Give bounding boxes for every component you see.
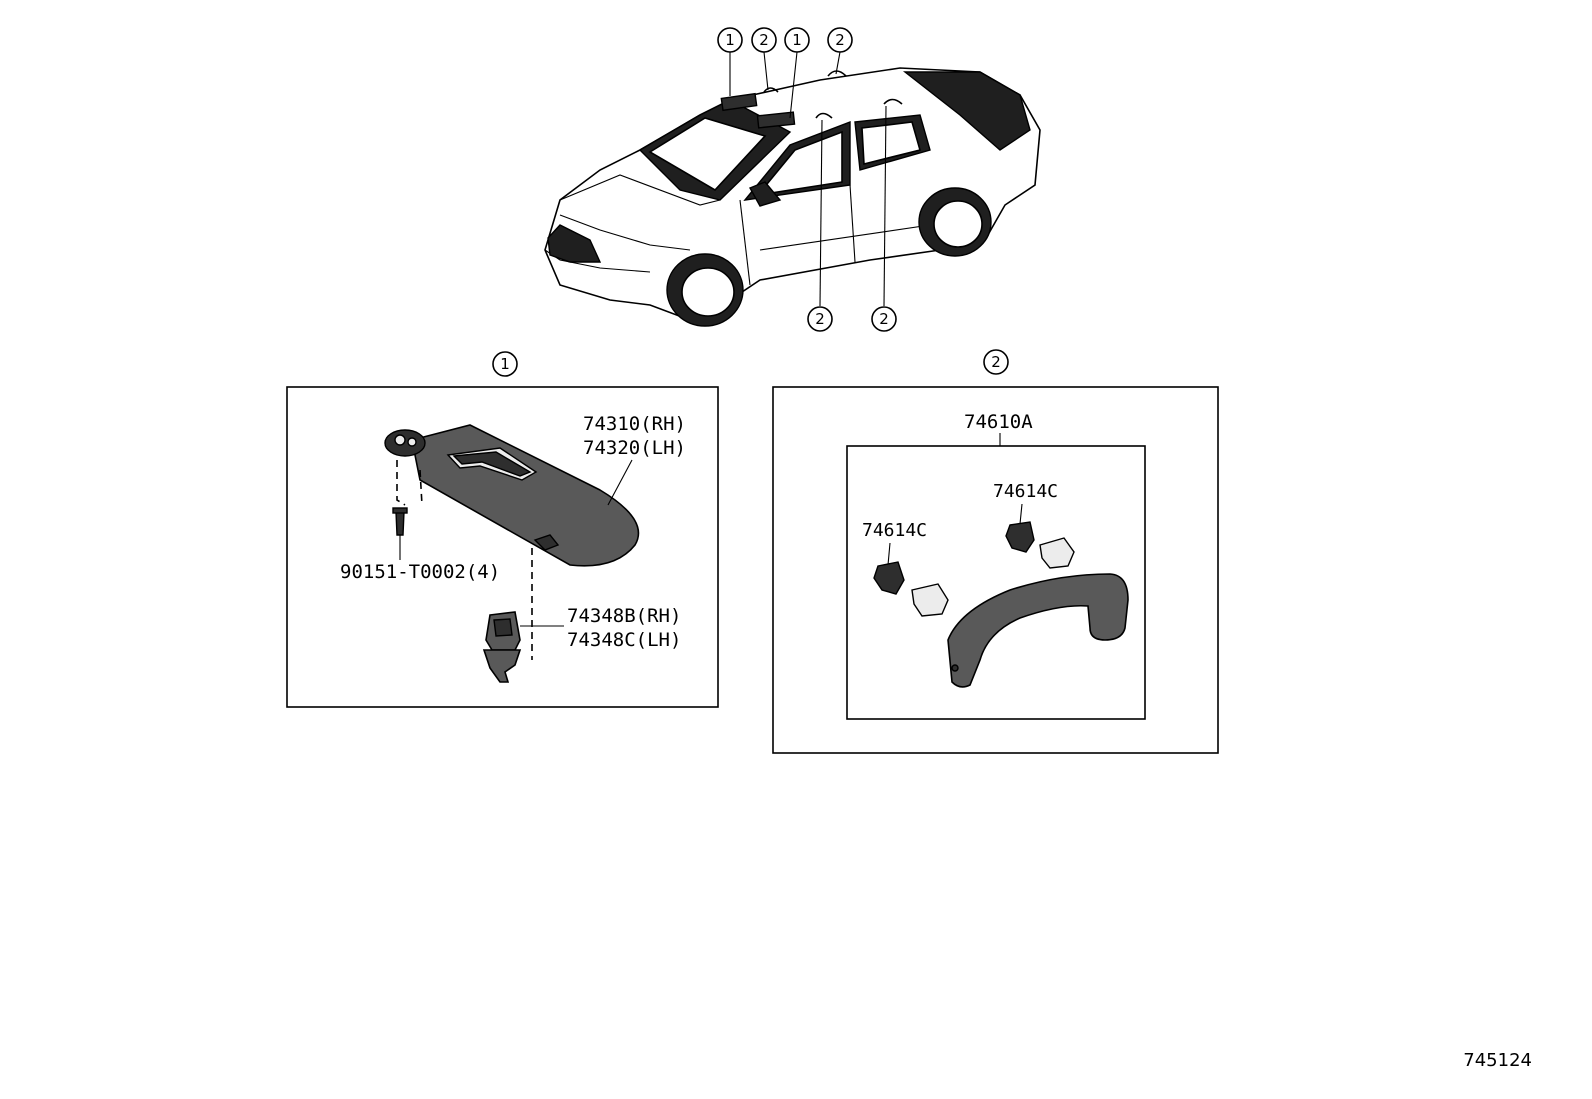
callout-1-top-left: 1 xyxy=(717,27,743,53)
svg-text:1: 1 xyxy=(725,31,735,49)
sun-visor-leaders xyxy=(520,459,633,627)
assist-grip-outer-frame xyxy=(772,386,1219,754)
callout-2-top-b: 2 xyxy=(827,27,853,53)
label-74348b-rh: 74348B(RH) xyxy=(567,605,681,627)
cap-lower-part xyxy=(873,542,949,617)
svg-text:2: 2 xyxy=(879,310,889,328)
label-74610a: 74610A xyxy=(964,411,1033,433)
svg-text:2: 2 xyxy=(835,31,845,49)
callout-2-top-a: 2 xyxy=(751,27,777,53)
label-90151-t0002: 90151-T0002(4) xyxy=(340,561,500,583)
callout-2-bottom-a: 2 xyxy=(807,306,833,332)
car-overview xyxy=(544,67,1041,327)
callout-1-top-right: 1 xyxy=(784,27,810,53)
label-74614c-lower: 74614C xyxy=(862,520,927,541)
svg-text:2: 2 xyxy=(815,310,825,328)
cap-upper-part xyxy=(1005,503,1075,569)
assist-grip-part xyxy=(947,573,1129,688)
label-74348c-lh: 74348C(LH) xyxy=(567,629,681,651)
reference-code: 745124 xyxy=(1463,1050,1532,1071)
sun-visor-frame xyxy=(286,386,719,708)
visor-holder-part xyxy=(482,611,522,683)
screw-part xyxy=(392,507,408,560)
assist-grip-inner-frame xyxy=(846,445,1146,720)
label-74310-rh: 74310(RH) xyxy=(583,413,686,435)
section-1-header: 1 xyxy=(492,351,518,377)
label-74320-lh: 74320(LH) xyxy=(583,437,686,459)
svg-text:2: 2 xyxy=(991,353,1001,371)
section-2-header: 2 xyxy=(983,349,1009,375)
callout-2-bottom-b: 2 xyxy=(871,306,897,332)
sun-visor-part xyxy=(384,424,640,567)
label-74614c-upper: 74614C xyxy=(993,481,1058,502)
svg-text:2: 2 xyxy=(759,31,769,49)
svg-text:1: 1 xyxy=(792,31,802,49)
svg-text:1: 1 xyxy=(500,355,510,373)
car-leaders xyxy=(729,51,887,307)
